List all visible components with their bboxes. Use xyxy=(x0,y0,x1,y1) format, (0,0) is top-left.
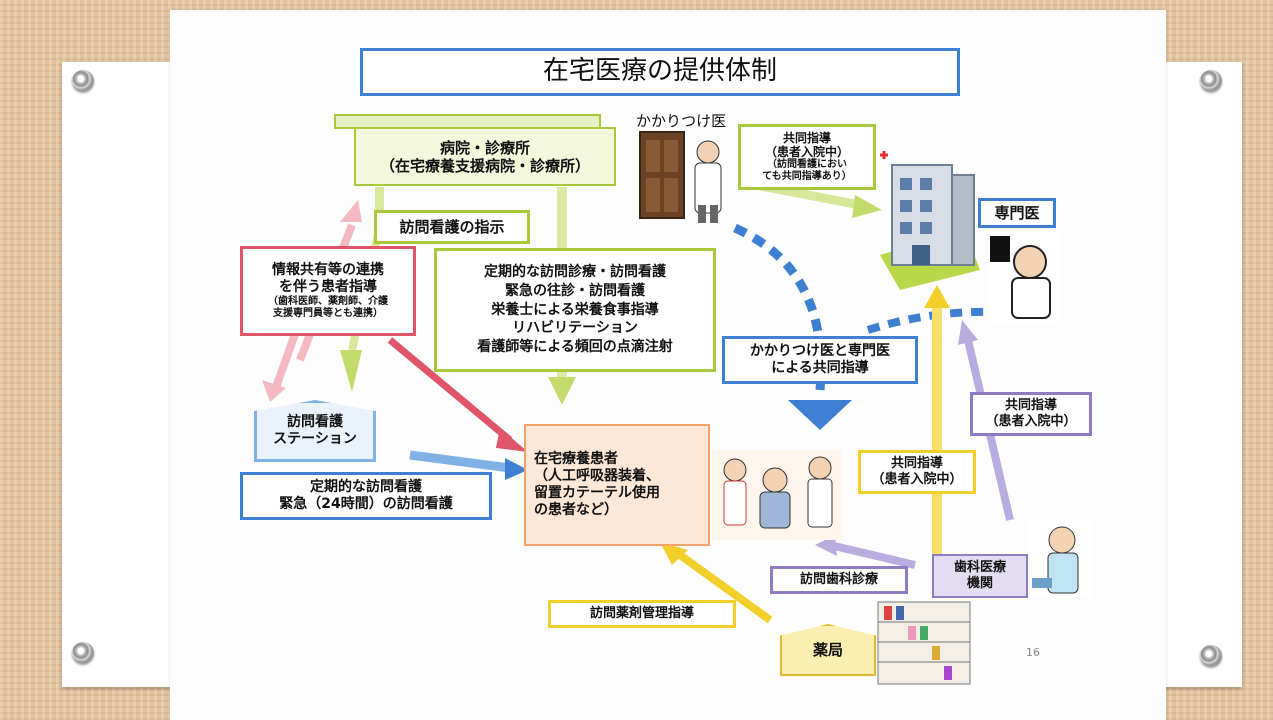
specialist-icon xyxy=(988,232,1058,324)
info-sharing-note1: （歯科医師、薬剤師、介護 xyxy=(268,295,388,307)
nursing-instruction-box: 訪問看護の指示 xyxy=(374,210,530,244)
green-arrowhead-hospital xyxy=(852,195,882,218)
joint-guidance-mid-line1: 共同指導 xyxy=(890,456,943,472)
joint-guidance-mid-line2: （患者入院中） xyxy=(871,472,963,487)
patient-line1: 在宅療養患者 xyxy=(534,451,618,468)
pink-arrowhead-up xyxy=(340,200,362,222)
joint-guidance-top-line1: 共同指導 xyxy=(782,130,831,145)
pharmacy-guidance-box: 訪問薬剤管理指導 xyxy=(548,600,736,628)
blue-line-station xyxy=(409,450,511,473)
purple-arrowhead-patient xyxy=(815,535,837,556)
joint-guidance-top-box: 共同指導 （患者入院中） （訪問看護におい ても共同指導あり） xyxy=(738,124,876,190)
specialist-text: 専門医 xyxy=(994,204,1040,222)
blue-arrowhead-down xyxy=(788,400,852,430)
hospital-line2: （在宅療養支援病院・診療所） xyxy=(379,157,590,175)
page-title: 在宅医療の提供体制 xyxy=(360,48,960,96)
hospital-shape-front xyxy=(354,127,616,186)
patient-family-icon xyxy=(712,450,842,540)
patient-line3: 留置カテーテル使用 xyxy=(534,485,660,501)
pin-top-right-icon xyxy=(1200,70,1222,92)
pharmacy-text: 薬局 xyxy=(812,641,843,659)
joint-guidance-top-note1: （訪問看護におい xyxy=(767,159,847,171)
joint-guidance-top-note2: ても共同指導あり） xyxy=(762,171,852,183)
door-icon xyxy=(639,131,685,219)
doctor-icon xyxy=(694,140,722,223)
yellow-line-pharmacy xyxy=(677,551,773,624)
pink-arrowhead-patient xyxy=(496,428,528,452)
patient-line4: の患者など） xyxy=(534,501,618,518)
dental-clinic-line1: 歯科医療 xyxy=(953,560,1006,576)
dental-visit-text: 訪問歯科診療 xyxy=(799,572,878,588)
pin-top-left-icon xyxy=(72,70,94,92)
regular-nursing-box: 定期的な訪問看護 緊急（24時間）の訪問看護 xyxy=(240,472,492,520)
joint-guidance-doctors-line2: による共同指導 xyxy=(771,360,869,376)
family-doctor-label: かかりつけ医 xyxy=(636,112,727,130)
pharmacy-guidance-text: 訪問薬剤管理指導 xyxy=(589,606,694,622)
hospital-box: 病院・診療所 （在宅療養支援病院・診療所） xyxy=(358,132,612,182)
joint-guidance-right-line2: （患者入院中） xyxy=(985,414,1077,429)
pharmacy-shelves-icon xyxy=(877,601,971,685)
dental-clinic-box: 歯科医療 機関 xyxy=(932,554,1028,598)
regular-nursing-line1: 定期的な訪問看護 xyxy=(310,479,422,496)
service-item: リハビリテーション xyxy=(512,320,638,337)
regular-nursing-line2: 緊急（24時間）の訪問看護 xyxy=(279,496,453,512)
pink-arrowhead-down xyxy=(262,380,286,402)
pin-bottom-left-icon xyxy=(72,642,94,664)
services-box: 定期的な訪問診療・訪問看護 緊急の往診・訪問看護 栄養士による栄養食事指導 リハ… xyxy=(434,248,716,372)
dental-visit-box: 訪問歯科診療 xyxy=(770,566,908,594)
nursing-station-line2: ステーション xyxy=(273,431,357,447)
joint-guidance-right-box: 共同指導 （患者入院中） xyxy=(970,392,1092,436)
service-item: 栄養士による栄養食事指導 xyxy=(491,301,659,318)
blue-arrowhead-station xyxy=(505,458,528,480)
joint-guidance-right-line1: 共同指導 xyxy=(1004,398,1057,414)
nursing-station-box: 訪問看護 ステーション xyxy=(254,400,376,462)
service-item: 看護師等による頻回の点滴注射 xyxy=(477,339,673,356)
joint-guidance-doctors-line1: かかりつけ医と専門医 xyxy=(749,343,891,360)
dental-clinic-line2: 機関 xyxy=(966,576,993,591)
info-sharing-note2: 支援専門員等とも連携） xyxy=(273,307,383,319)
nursing-station-line1: 訪問看護 xyxy=(287,414,343,431)
dentist-icon xyxy=(1030,520,1092,598)
yellow-vertical xyxy=(932,305,942,575)
info-sharing-line2: を伴う患者指導 xyxy=(279,279,377,295)
purple-arrowhead-up xyxy=(958,320,978,345)
yellow-arrowhead-up xyxy=(924,285,950,308)
page-title-text: 在宅医療の提供体制 xyxy=(542,56,777,87)
info-sharing-box: 情報共有等の連携 を伴う患者指導 （歯科医師、薬剤師、介護 支援専門員等とも連携… xyxy=(240,246,416,336)
green-arrowhead-down xyxy=(548,377,576,405)
nursing-instruction-text: 訪問看護の指示 xyxy=(399,218,505,236)
purple-line-patient xyxy=(829,541,916,569)
info-sharing-line1: 情報共有等の連携 xyxy=(272,262,384,279)
pharmacy-box: 薬局 xyxy=(780,624,876,676)
page-number: 16 xyxy=(1026,646,1040,659)
green-dash-2 xyxy=(375,187,384,217)
hospital-shape-back xyxy=(334,114,601,129)
patient-line2: （人工呼吸器装着、 xyxy=(534,468,660,485)
green-arrowhead-station xyxy=(340,350,362,392)
pink-line-patient xyxy=(387,337,513,443)
joint-guidance-top-line2: （患者入院中） xyxy=(764,145,849,159)
joint-guidance-mid-box: 共同指導 （患者入院中） xyxy=(858,450,976,494)
joint-guidance-doctors-box: かかりつけ医と専門医 による共同指導 xyxy=(722,336,918,384)
hospital-building-icon xyxy=(880,151,980,290)
yellow-arrowhead-patient xyxy=(660,542,688,565)
hospital-line1: 病院・診療所 xyxy=(439,139,530,157)
service-item: 緊急の往診・訪問看護 xyxy=(505,282,645,299)
service-item: 定期的な訪問診療・訪問看護 xyxy=(484,263,666,280)
specialist-box: 専門医 xyxy=(978,198,1056,228)
patient-box: 在宅療養患者 （人工呼吸器装着、 留置カテーテル使用 の患者など） xyxy=(524,424,710,546)
pin-bottom-right-icon xyxy=(1200,645,1222,667)
